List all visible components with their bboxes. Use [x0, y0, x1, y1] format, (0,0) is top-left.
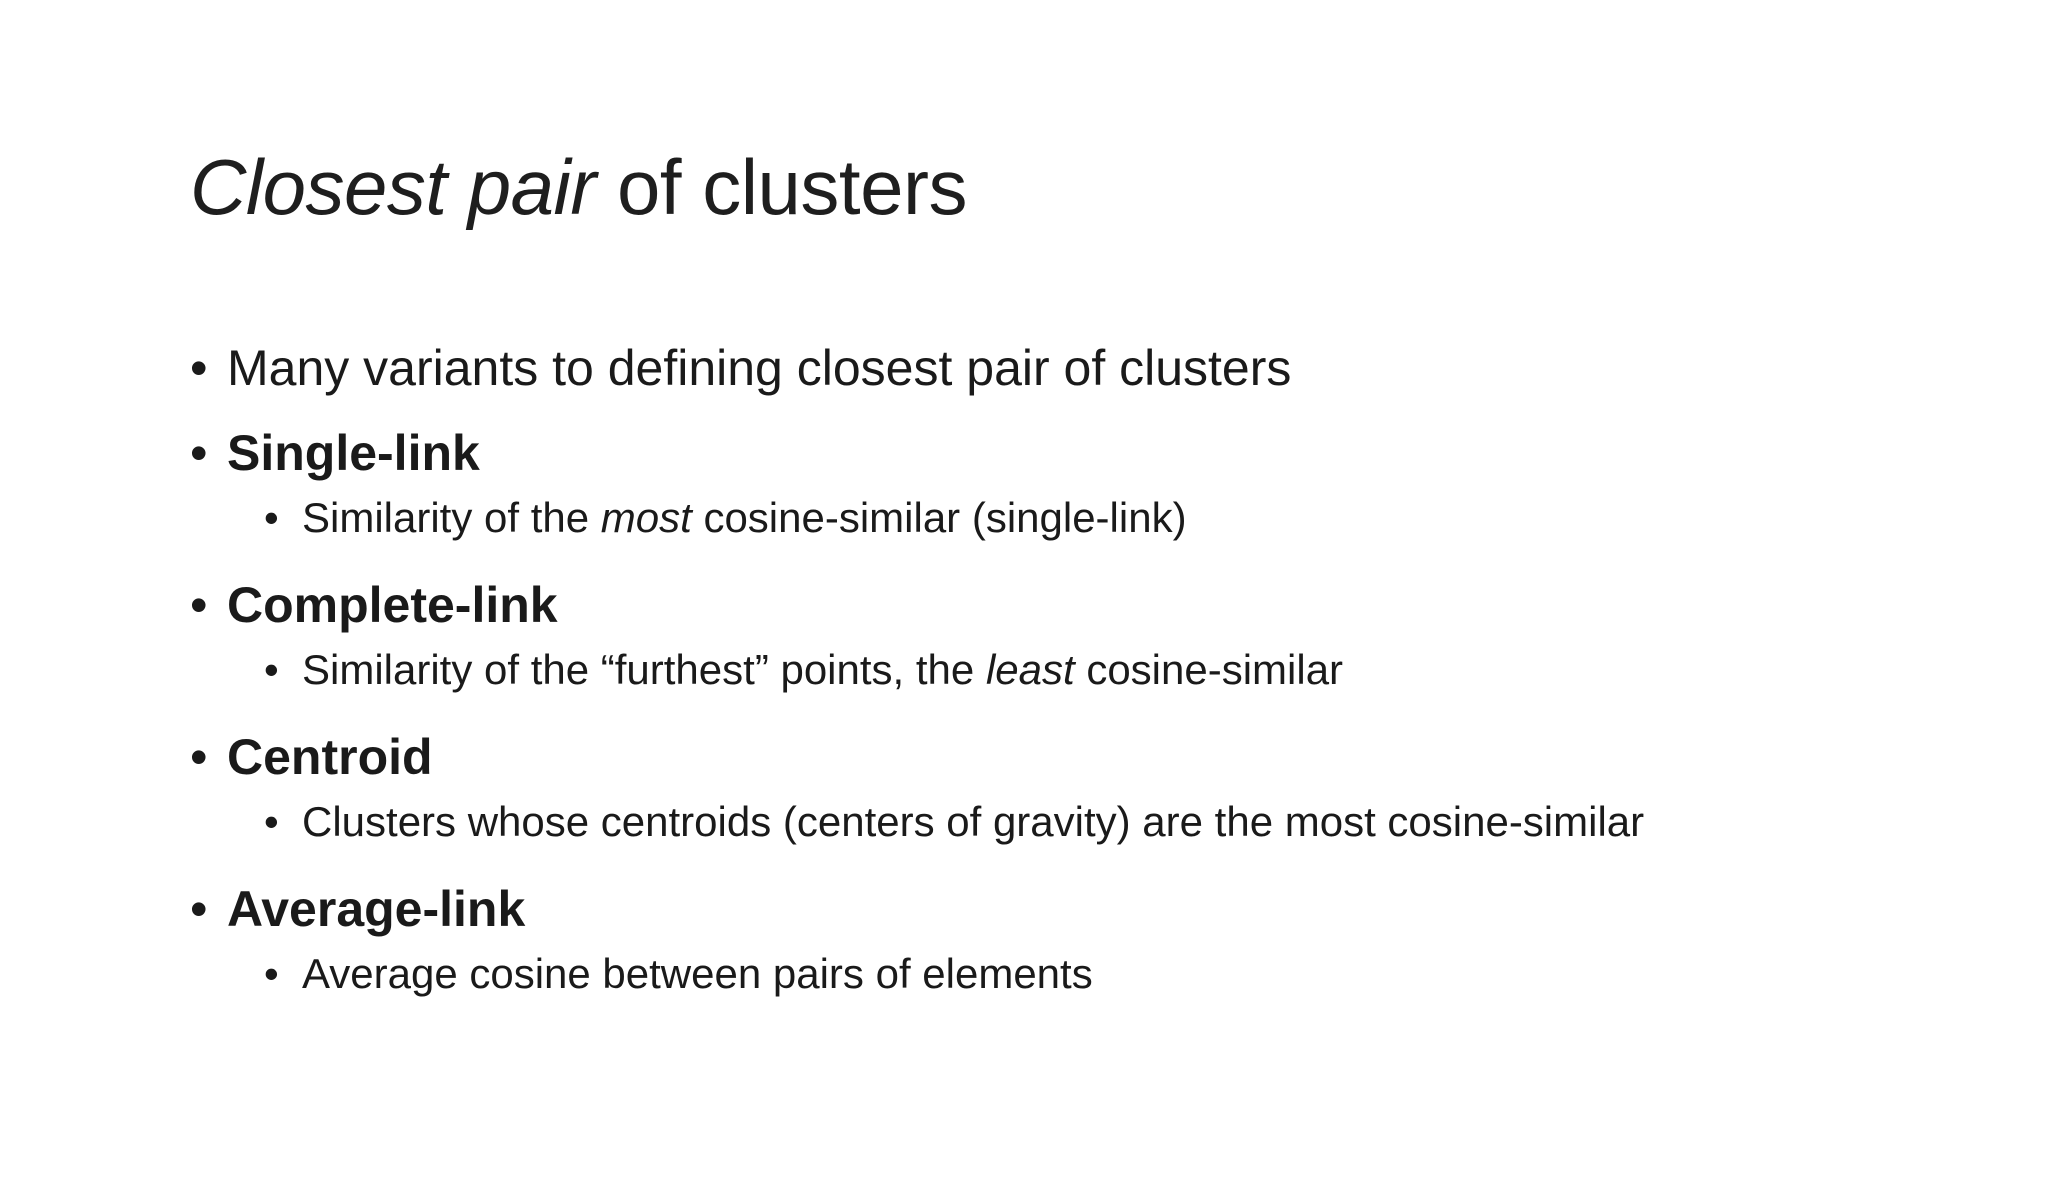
bullet-item-variants: • Many variants to defining closest pair… — [190, 338, 1644, 398]
slide-title-italic: Closest pair — [190, 143, 596, 231]
bullet-heading-centroid: Centroid — [227, 729, 433, 785]
bullet-dot-icon: • — [190, 729, 208, 785]
bullet-dot-icon: • — [190, 881, 208, 937]
sub-bullet-average-link: • Average cosine between pairs of elemen… — [190, 949, 1644, 999]
bullet-dot-icon: • — [190, 425, 208, 481]
sub-bullet-single-link: • Similarity of the most cosine-similar … — [190, 493, 1644, 543]
sub-bullet-text: Average cosine between pairs of elements — [302, 950, 1093, 997]
slide-title-rest: of clusters — [595, 143, 967, 231]
sub-bullet-text-post: cosine-similar — [1074, 646, 1344, 693]
sub-bullet-text: Similarity of the “furthest” points, the… — [302, 646, 1343, 693]
bullet-item-complete-link: • Complete-link — [190, 575, 1644, 635]
sub-bullet-text-pre: Similarity of the “furthest” points, the — [302, 646, 986, 693]
sub-bullet-text-post: cosine-similar (single-link) — [691, 494, 1187, 541]
bullet-text: Many variants to defining closest pair o… — [227, 340, 1292, 396]
sub-bullet-text: Similarity of the most cosine-similar (s… — [302, 494, 1187, 541]
sub-bullet-dot-icon: • — [264, 798, 279, 845]
sub-bullet-text-pre: Average cosine between pairs of elements — [302, 950, 1093, 997]
sub-bullet-text: Clusters whose centroids (centers of gra… — [302, 798, 1644, 845]
bullet-item-centroid: • Centroid — [190, 727, 1644, 787]
bullet-heading-complete-link: Complete-link — [227, 577, 558, 633]
bullet-item-single-link: • Single-link — [190, 423, 1644, 483]
bullet-heading-single-link: Single-link — [227, 425, 480, 481]
sub-bullet-centroid: • Clusters whose centroids (centers of g… — [190, 797, 1644, 847]
slide-title: Closest pair of clusters — [190, 148, 967, 226]
sub-bullet-complete-link: • Similarity of the “furthest” points, t… — [190, 645, 1644, 695]
sub-bullet-text-emphasis: least — [985, 646, 1075, 693]
sub-bullet-text-pre: Similarity of the — [302, 494, 601, 541]
bullet-dot-icon: • — [190, 340, 208, 396]
bullet-list: • Many variants to defining closest pair… — [190, 338, 1644, 1031]
bullet-item-average-link: • Average-link — [190, 879, 1644, 939]
sub-bullet-dot-icon: • — [264, 950, 279, 997]
bullet-heading-average-link: Average-link — [227, 881, 526, 937]
sub-bullet-text-emphasis: most — [600, 494, 692, 541]
sub-bullet-dot-icon: • — [264, 494, 279, 541]
sub-bullet-text-pre: Clusters whose centroids (centers of gra… — [302, 798, 1645, 845]
bullet-dot-icon: • — [190, 577, 208, 633]
sub-bullet-dot-icon: • — [264, 646, 279, 693]
